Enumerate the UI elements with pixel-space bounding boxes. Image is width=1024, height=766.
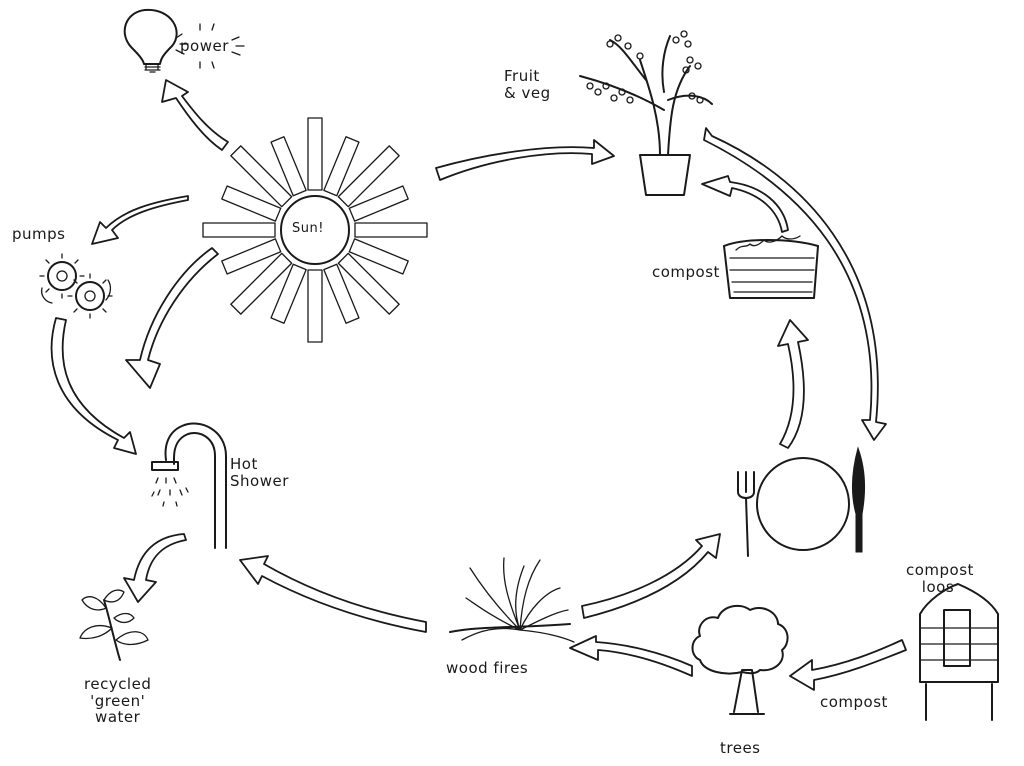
wood-fires-label: wood fires — [446, 659, 529, 677]
fruit-veg-label: Fruit & veg — [504, 67, 551, 102]
compost-label: compost — [652, 263, 720, 281]
arrow-loos-to-trees — [789, 639, 907, 691]
sun-ray — [202, 222, 276, 238]
sun-ray — [221, 185, 282, 222]
power-label: power — [180, 37, 229, 55]
arrow-woodfires-to-shower — [239, 555, 427, 633]
arrow-shower-to-water — [123, 533, 187, 603]
arrow-trees-to-woodfires — [569, 635, 693, 677]
arrow-sun-to-pumps — [91, 195, 189, 245]
sun-ray — [323, 263, 360, 324]
plate-cutlery-icon — [737, 446, 866, 557]
trees-label: trees — [720, 739, 761, 757]
sun-ray — [307, 269, 323, 343]
arrow-compost-to-fruit — [701, 175, 789, 233]
compost-arrow-label: compost — [820, 693, 888, 711]
sun-ray — [221, 238, 282, 275]
sun-ray — [354, 222, 428, 238]
shower-icon — [151, 422, 227, 549]
sun-ray — [348, 185, 409, 222]
sun-ray — [348, 238, 409, 275]
arrow-plate-to-compost — [777, 319, 809, 449]
sun-ray — [270, 263, 307, 324]
sun-ray — [230, 252, 293, 315]
plant-icon — [79, 589, 149, 661]
arrow-sun-to-power — [161, 79, 229, 151]
compost-bin-icon — [723, 235, 819, 299]
arrow-pumps-to-shower — [50, 317, 137, 455]
hot-shower-label: Hot Shower — [230, 455, 289, 490]
recycled-water-label: recycled 'green' water — [84, 675, 152, 726]
sun-ray — [337, 145, 400, 208]
arrow-fruit-to-plate — [703, 127, 887, 441]
sun-icon — [202, 117, 428, 343]
wood-fire-icon — [449, 557, 575, 643]
compost-loos-label: compost loos — [906, 561, 974, 596]
sun-ray — [270, 136, 307, 197]
light-bulb-icon — [123, 8, 245, 73]
compost-loo-icon — [919, 583, 999, 721]
fruit-veg-plant-icon — [579, 30, 713, 196]
sun-ray — [307, 117, 323, 191]
sun-ray — [323, 136, 360, 197]
sun-ray — [230, 145, 293, 208]
sun-label: Sun! — [292, 221, 324, 236]
arrow-woodfires-to-plate — [581, 533, 721, 619]
gears-icon — [39, 253, 113, 319]
arrow-sun-to-shower — [125, 247, 219, 389]
pumps-label: pumps — [12, 225, 66, 243]
arrow-sun-to-fruit — [435, 139, 615, 181]
tree-icon — [691, 604, 789, 715]
cycle-arrows — [50, 79, 907, 691]
sun-ray — [337, 252, 400, 315]
